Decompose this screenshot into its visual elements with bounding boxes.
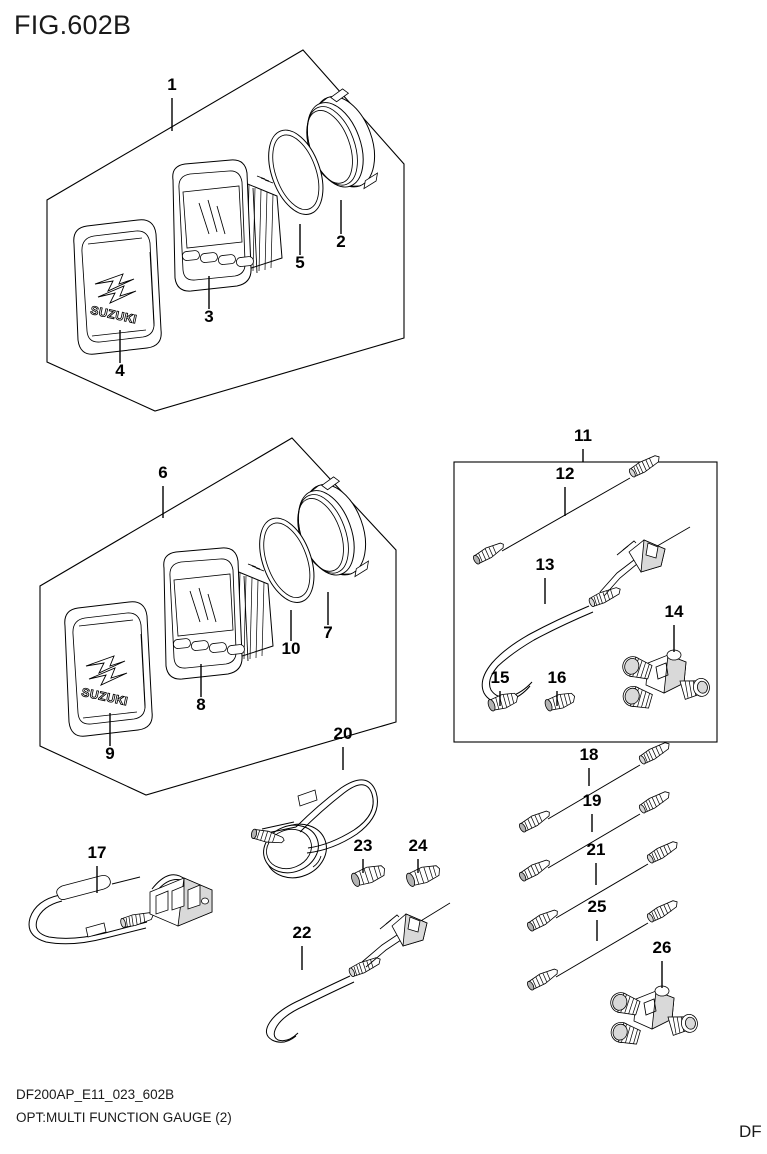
callout-number: 16 (548, 668, 567, 687)
part-2-mounting-ring (306, 88, 379, 190)
callout-19: 19 (583, 791, 602, 832)
callout-number: 11 (574, 426, 592, 445)
callout-20: 20 (334, 724, 353, 770)
callout-10: 10 (282, 610, 301, 658)
callout-12: 12 (556, 464, 575, 516)
callout-number: 22 (293, 923, 312, 942)
part-15-terminator-female (487, 692, 519, 712)
part-13-cable-with-clip (481, 526, 691, 703)
callout-number: 21 (587, 840, 606, 859)
callout-5: 5 (295, 224, 305, 272)
callout-number: 18 (580, 745, 599, 764)
callout-number: 24 (409, 836, 428, 855)
callout-16: 16 (548, 668, 567, 706)
part-25-network-cable (525, 897, 681, 993)
callout-3: 3 (204, 276, 214, 326)
callout-number: 26 (653, 938, 672, 957)
part-9-gauge-cover: SUZUKI (64, 601, 153, 737)
part-21-network-cable (525, 838, 681, 934)
callout-24: 24 (409, 836, 428, 873)
suzuki-s-logo (94, 273, 137, 304)
part-20-sensor-cable (250, 779, 378, 879)
part-14-t-connector (622, 649, 710, 709)
callout-number: 3 (204, 307, 213, 326)
part-8-gauge-unit (163, 547, 274, 680)
part-3-gauge-unit (172, 159, 283, 292)
callout-7: 7 (323, 592, 333, 642)
part-12-extension-cable (471, 452, 663, 567)
assembly-box-11 (453, 461, 718, 743)
callout-number: 15 (491, 668, 510, 687)
callout-number: 7 (323, 623, 332, 642)
callout-13: 13 (536, 555, 555, 604)
callout-11: 11 (574, 426, 592, 462)
part-22-cable-with-clip (266, 902, 451, 1043)
callout-number: 10 (282, 639, 301, 658)
part-24-terminator-male (406, 865, 440, 887)
part-23-terminator-female (351, 865, 385, 887)
suzuki-s-logo (85, 655, 128, 686)
callout-25: 25 (588, 897, 607, 941)
assembly-box-6 (39, 437, 397, 796)
callout-21: 21 (587, 840, 606, 885)
callout-number: 12 (556, 464, 575, 483)
callout-number: 25 (588, 897, 607, 916)
callout-number: 13 (536, 555, 555, 574)
callout-number: 4 (115, 361, 125, 380)
part-19-network-cable (517, 788, 673, 884)
part-26-t-connector (610, 985, 698, 1045)
assembly-box-1 (46, 49, 405, 412)
callout-number: 9 (105, 744, 114, 763)
callout-number: 23 (354, 836, 373, 855)
callout-18: 18 (580, 745, 599, 786)
callout-1: 1 (167, 75, 177, 131)
callout-number: 17 (88, 843, 107, 862)
callout-26: 26 (653, 938, 672, 988)
part-5-gasket-ring (268, 129, 324, 215)
corner-mark: DF (739, 1122, 762, 1141)
footer-description: OPT:MULTI FUNCTION GAUGE (2) (16, 1110, 232, 1125)
part-16-terminator-male (544, 692, 576, 712)
callout-4: 4 (115, 330, 125, 380)
callout-number: 14 (665, 602, 684, 621)
clip-connector (616, 539, 666, 573)
callout-8: 8 (196, 664, 206, 714)
callout-14: 14 (665, 602, 684, 652)
callout-22: 22 (293, 923, 312, 970)
callout-15: 15 (491, 668, 510, 706)
part-10-gasket-ring (259, 517, 315, 603)
callout-23: 23 (354, 836, 373, 873)
footer-part-code: DF200AP_E11_023_602B (16, 1087, 175, 1102)
callout-number: 8 (196, 695, 205, 714)
callout-number: 20 (334, 724, 353, 743)
callout-number: 5 (295, 253, 304, 272)
callout-6: 6 (158, 463, 168, 518)
callout-2: 2 (336, 200, 346, 251)
part-17-switch-harness (28, 874, 213, 945)
page-title: FIG.602B (14, 10, 132, 40)
callout-9: 9 (105, 713, 115, 763)
callout-number: 1 (167, 75, 176, 94)
callout-number: 19 (583, 791, 602, 810)
part-4-gauge-cover: SUZUKI (73, 219, 162, 355)
clip-connector (379, 913, 428, 947)
callout-number: 2 (336, 232, 345, 251)
part-18-network-cable (517, 739, 673, 835)
callout-17: 17 (88, 843, 107, 893)
callout-number: 6 (158, 463, 167, 482)
switch-panel (149, 877, 213, 927)
part-7-mounting-ring (297, 476, 370, 578)
